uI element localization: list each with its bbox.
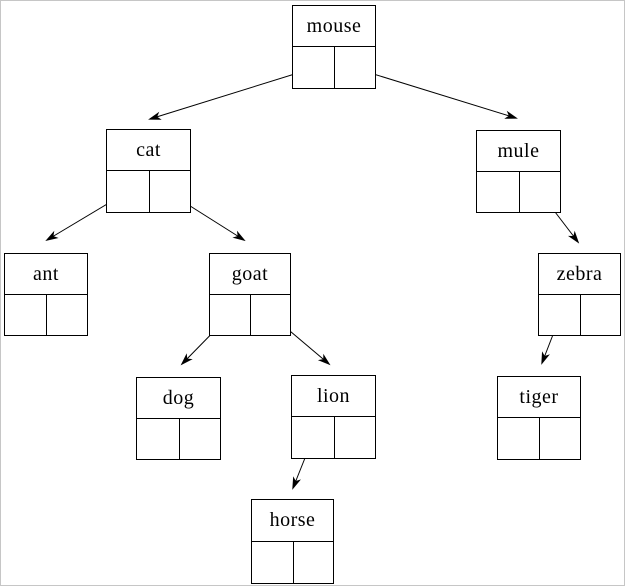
- tree-node-dog: dog: [136, 377, 221, 460]
- node-label: cat: [107, 130, 190, 171]
- right-pointer-cell: [250, 294, 290, 335]
- left-pointer-cell: [137, 419, 179, 460]
- tree-node-mouse: mouse: [292, 5, 376, 89]
- node-label: ant: [5, 254, 87, 295]
- left-pointer-cell: [477, 172, 519, 213]
- pointer-cells: [210, 294, 290, 336]
- tree-node-lion: lion: [291, 375, 376, 459]
- pointer-cells: [137, 418, 221, 460]
- node-label: mule: [477, 131, 560, 172]
- right-pointer-cell: [178, 418, 221, 459]
- tree-node-ant: ant: [4, 253, 88, 336]
- tree-node-horse: horse: [251, 499, 334, 584]
- node-label: horse: [252, 500, 333, 542]
- right-pointer-cell: [148, 171, 191, 212]
- right-pointer-cell: [539, 418, 580, 459]
- node-label: tiger: [498, 377, 580, 418]
- left-pointer-cell: [498, 418, 539, 459]
- right-pointer-cell: [518, 171, 561, 212]
- left-pointer-cell: [292, 417, 334, 458]
- left-pointer-cell: [252, 542, 293, 584]
- pointer-cells: [252, 541, 334, 584]
- pointer-cells: [107, 171, 190, 212]
- left-pointer-cell: [5, 295, 46, 336]
- node-label: dog: [137, 378, 220, 419]
- right-pointer-cell: [292, 541, 334, 583]
- tree-node-cat: cat: [106, 129, 191, 213]
- left-pointer-cell: [293, 47, 334, 88]
- right-pointer-cell: [334, 47, 375, 88]
- pointer-cells: [477, 171, 561, 213]
- node-label: lion: [292, 376, 375, 417]
- pointer-cells: [539, 294, 621, 336]
- edge-mouse-left-to-cat: [148, 67, 315, 120]
- tree-node-goat: goat: [209, 253, 291, 336]
- right-pointer-cell: [333, 417, 376, 458]
- tree-node-mule: mule: [476, 130, 561, 213]
- right-pointer-cell: [579, 294, 621, 335]
- pointer-cells: [293, 47, 375, 88]
- left-pointer-cell: [210, 295, 250, 336]
- tree-node-zebra: zebra: [538, 253, 621, 336]
- edge-mouse-right-to-mule: [353, 67, 518, 119]
- node-label: mouse: [293, 6, 375, 47]
- pointer-cells: [498, 418, 580, 459]
- right-pointer-cell: [46, 294, 87, 335]
- node-label: goat: [210, 254, 290, 295]
- tree-node-tiger: tiger: [497, 376, 581, 460]
- pointer-cells: [292, 417, 375, 458]
- node-label: zebra: [539, 254, 620, 295]
- left-pointer-cell: [107, 171, 149, 212]
- left-pointer-cell: [539, 295, 580, 336]
- pointer-cells: [5, 294, 87, 336]
